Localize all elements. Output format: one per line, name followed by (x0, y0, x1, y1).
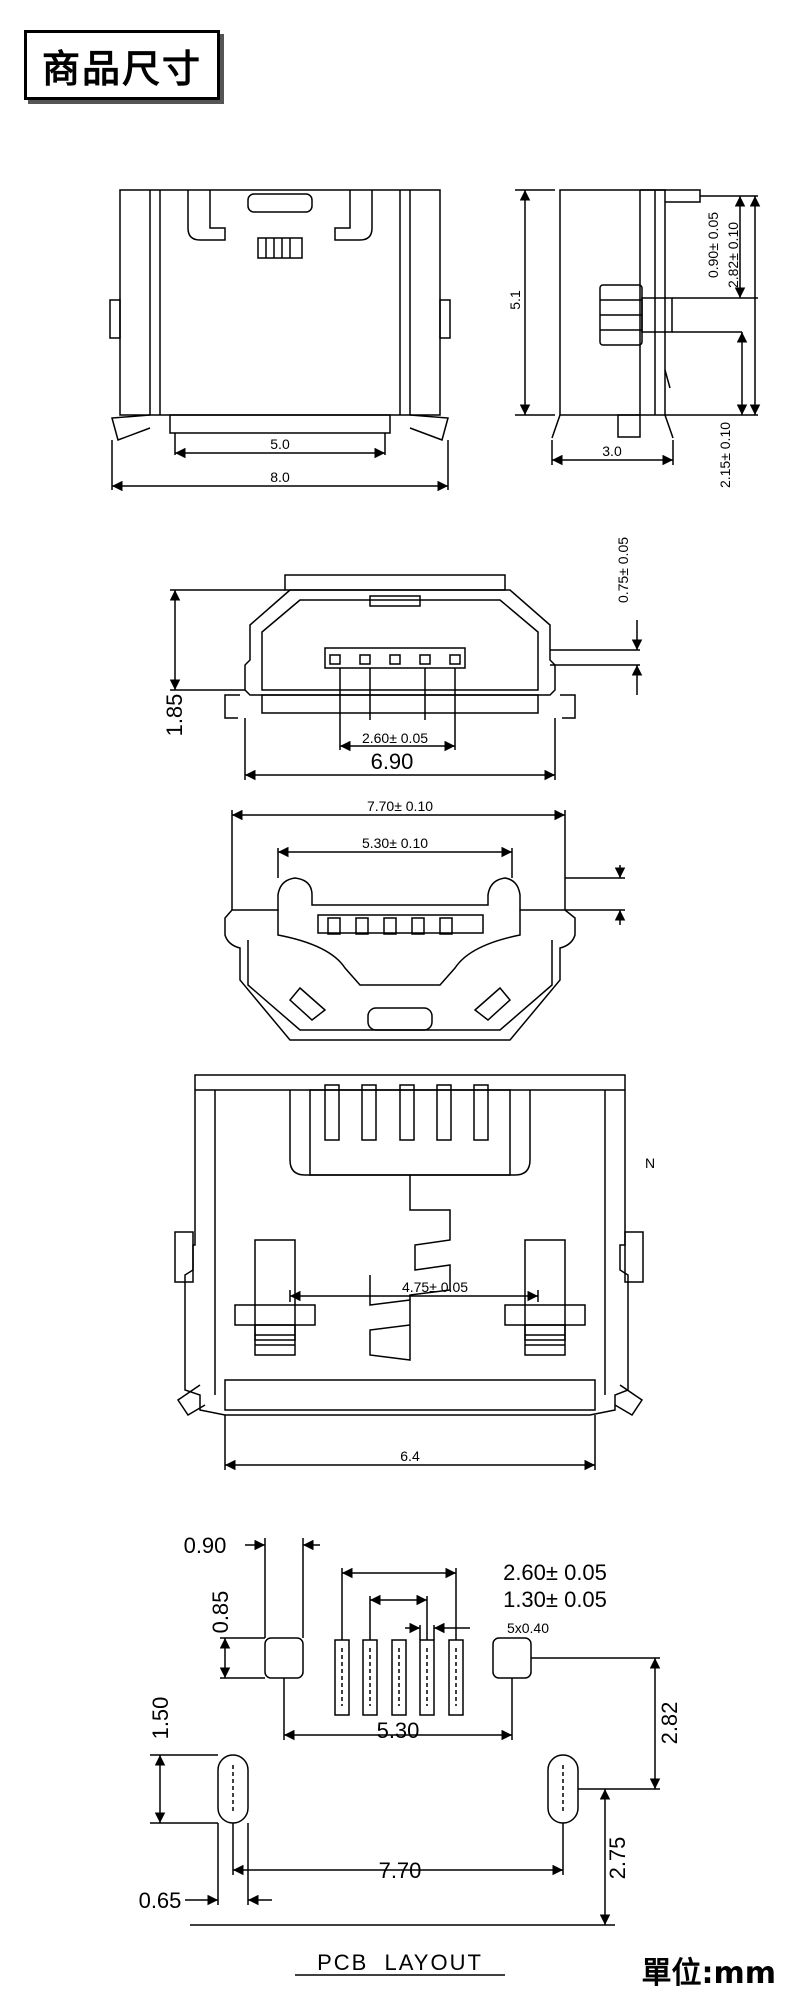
pcb-dim-1-50: 1.50 (148, 1697, 173, 1740)
pcb-dim-2-60: 2.60± 0.05 (503, 1560, 607, 1585)
pcb-dim-0-85: 0.85 (208, 1591, 233, 1634)
rear-view (224, 877, 576, 1041)
unit-label: 單位:mm (641, 1956, 776, 1991)
dim-3-0: 3.0 (602, 443, 622, 459)
dim-4-75: 4.75± 0.05 (402, 1279, 468, 1295)
dim-6-4: 6.4 (400, 1448, 420, 1464)
dim-2-60-pitch: 2.60± 0.05 (362, 730, 428, 746)
dim-0-75: 0.75± 0.05 (615, 537, 631, 603)
pcb-dim-1-30: 1.30± 0.05 (503, 1587, 607, 1612)
pcb-dim-2-82: 2.82 (657, 1702, 682, 1745)
dim-0-90: 0.90± 0.05 (705, 212, 721, 278)
dim-1-85: 1.85 (162, 694, 187, 737)
dim-5-1: 5.1 (507, 290, 523, 310)
pcb-dim-5-30: 5.30 (377, 1718, 420, 1743)
dim-5-30: 5.30± 0.10 (362, 835, 428, 851)
pcb-dim-0-65: 0.65 (139, 1888, 182, 1913)
page-title: 商品尺寸 (24, 30, 220, 100)
dim-8-0: 8.0 (270, 469, 290, 485)
dim-2-15: 2.15± 0.10 (717, 422, 733, 488)
end-view (224, 574, 576, 780)
pcb-dim-7-70: 7.70 (379, 1858, 422, 1883)
side-view (551, 189, 701, 439)
dim-2-82: 2.82± 0.10 (725, 222, 741, 288)
dim-6-90: 6.90 (371, 749, 414, 774)
dim-7-70: 7.70± 0.10 (367, 798, 433, 814)
front-view (109, 189, 451, 490)
pcb-dim-2-75: 2.75 (605, 1837, 630, 1880)
pcb-dim-0-90: 0.90 (184, 1533, 227, 1558)
pcb-layout-label: PCB LAYOUT (317, 1950, 483, 1975)
pcb-dim-pad: 5x0.40 (507, 1620, 549, 1636)
top-view (174, 1074, 644, 1417)
dim-5-0: 5.0 (270, 436, 290, 452)
view5-letter: N (645, 1155, 655, 1171)
